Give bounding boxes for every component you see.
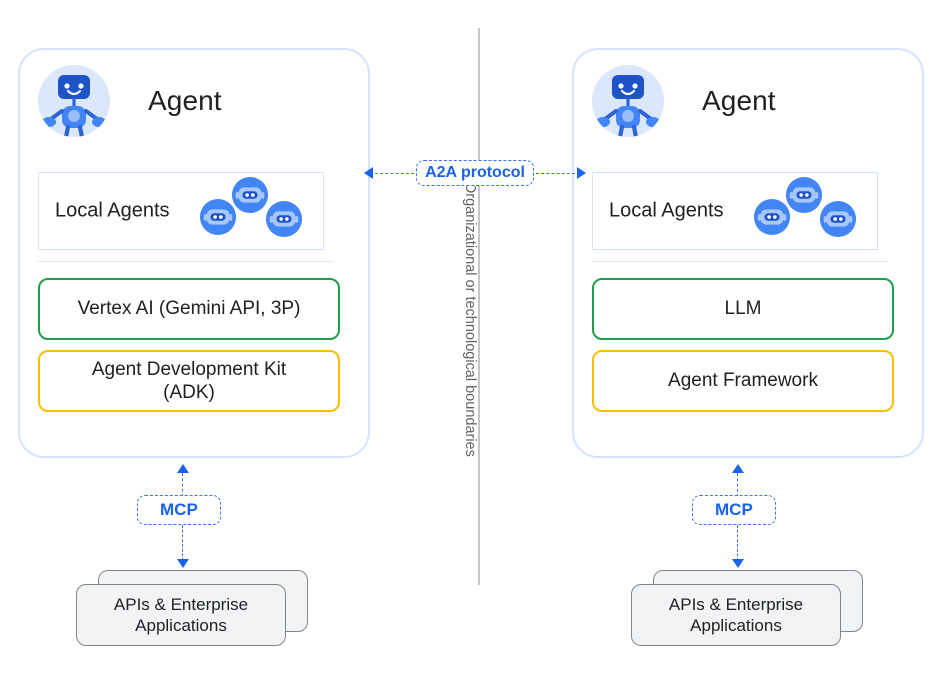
panel-divider-right — [592, 261, 888, 262]
organizational-boundary-label: Organizational or technological boundari… — [462, 182, 478, 457]
local-agent-bot-icon — [785, 176, 823, 214]
a2a-arrow-right-icon — [577, 167, 587, 179]
mcp-right-dash-bottom — [737, 525, 738, 561]
framework-box-left-line2: (ADK) — [163, 382, 215, 403]
local-agent-bot-icon — [753, 198, 791, 236]
api-card-line2: Applications — [690, 616, 782, 635]
agent-title-right: Agent — [702, 85, 776, 116]
framework-box-left: Agent Development Kit (ADK) — [38, 350, 340, 412]
panel-divider-left — [38, 261, 334, 262]
mcp-right-arrow-up-icon — [732, 464, 744, 473]
api-stack-left: APIs & Enterprise Applications — [70, 570, 310, 648]
panel-header-right: Agent — [592, 62, 908, 140]
agent-title-left: Agent — [148, 85, 222, 116]
a2a-dash-left — [375, 172, 415, 174]
mcp-left-arrow-down-icon — [177, 559, 189, 568]
model-box-left: Vertex AI (Gemini API, 3P) — [38, 278, 340, 340]
local-agent-bot-icon — [265, 200, 303, 238]
api-stack-right: APIs & Enterprise Applications — [625, 570, 865, 648]
a2a-arrow-left-icon — [364, 167, 373, 179]
mcp-left-arrow-up-icon — [177, 464, 189, 473]
model-box-right: LLM — [592, 278, 894, 340]
a2a-protocol-badge[interactable]: A2A protocol — [416, 160, 534, 186]
mcp-right-arrow-down-icon — [732, 559, 744, 568]
organizational-boundary-line — [478, 28, 480, 585]
robot-avatar-icon — [38, 65, 110, 137]
framework-box-right: Agent Framework — [592, 350, 894, 412]
a2a-dash-right — [535, 172, 576, 174]
api-card-front[interactable]: APIs & Enterprise Applications — [631, 584, 841, 646]
mcp-left-dash-top — [182, 473, 183, 497]
local-agent-bot-icon — [199, 198, 237, 236]
api-card-line1: APIs & Enterprise — [668, 594, 804, 614]
mcp-badge-left[interactable]: MCP — [137, 495, 221, 525]
api-card-line2: Applications — [135, 616, 227, 635]
mcp-right-dash-top — [737, 473, 738, 497]
a2a-protocol-connector: A2A protocol — [364, 159, 587, 187]
mcp-left-dash-bottom — [182, 525, 183, 561]
local-agents-box-right: Local Agents — [592, 172, 878, 250]
agent-panel-right: Agent Local Agents — [572, 48, 924, 458]
api-card-front[interactable]: APIs & Enterprise Applications — [76, 584, 286, 646]
local-agents-label-right: Local Agents — [609, 199, 724, 222]
agent-panel-left: Agent Local Agents — [18, 48, 370, 458]
local-agents-box-left: Local Agents — [38, 172, 324, 250]
local-agent-bot-icon — [231, 176, 269, 214]
mcp-badge-right[interactable]: MCP — [692, 495, 776, 525]
local-agents-icon-group-left — [199, 176, 315, 248]
local-agents-label-left: Local Agents — [55, 199, 170, 222]
local-agent-bot-icon — [819, 200, 857, 238]
local-agents-icon-group-right — [753, 176, 869, 248]
panel-header-left: Agent — [38, 62, 354, 140]
framework-box-left-line1: Agent Development Kit — [91, 358, 287, 380]
robot-avatar-icon — [592, 65, 664, 137]
api-card-line1: APIs & Enterprise — [113, 594, 249, 614]
